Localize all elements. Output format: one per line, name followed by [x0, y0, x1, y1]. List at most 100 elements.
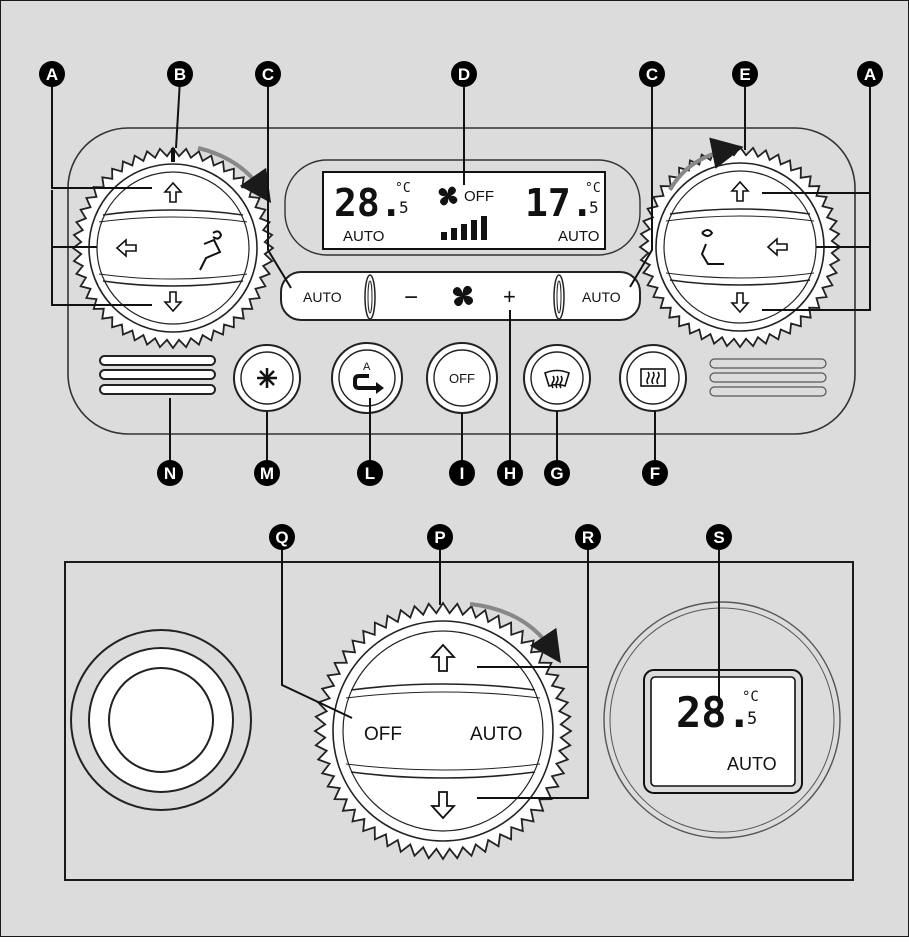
left-auto-button[interactable]: AUTO — [303, 289, 342, 305]
callout-p: P — [427, 524, 453, 550]
lower-temp-unit: °C — [742, 689, 759, 705]
right-vent-slots — [709, 358, 827, 397]
lower-control-panel: OFF AUTO 28. °C 5 AUTO — [64, 561, 854, 881]
callout-l: L — [357, 460, 383, 486]
arrow-left-icon — [766, 237, 788, 257]
svg-text:B: B — [174, 65, 186, 84]
svg-text:G: G — [550, 464, 563, 483]
callout-e: E — [732, 61, 758, 87]
arrow-down-icon — [163, 291, 183, 313]
callout-g: G — [544, 460, 570, 486]
left-temp-value: 28. — [334, 181, 403, 225]
svg-text:R: R — [582, 528, 594, 547]
right-rotation-arrow — [668, 137, 744, 191]
fan-icon — [438, 186, 458, 206]
callout-h: H — [497, 460, 523, 486]
svg-text:I: I — [460, 464, 465, 483]
right-temp-value: 17. — [525, 181, 594, 225]
right-divider — [553, 274, 565, 320]
callout-lines-lower — [281, 543, 720, 799]
callout-a-right: A — [857, 61, 883, 87]
right-temperature-knob[interactable] — [638, 145, 842, 349]
lower-temp-value: 28. — [676, 688, 752, 737]
svg-text:P: P — [434, 528, 445, 547]
callout-badges: A B C D C E A N M L I H G F Q P R S — [39, 61, 883, 550]
fan-speed-bar — [471, 220, 477, 240]
lower-temperature-knob[interactable]: OFF AUTO — [313, 601, 573, 861]
fan-speed-bar — [481, 216, 487, 240]
callout-s: S — [706, 524, 732, 550]
left-divider — [364, 274, 376, 320]
svg-text:H: H — [504, 464, 516, 483]
svg-text:N: N — [164, 464, 176, 483]
callout-m: M — [254, 460, 280, 486]
svg-text:F: F — [650, 464, 660, 483]
callout-b: B — [167, 61, 193, 87]
svg-text:L: L — [365, 464, 375, 483]
fan-increase-button[interactable]: + — [503, 284, 516, 309]
callout-lines-upper — [51, 79, 871, 466]
callout-f: F — [642, 460, 668, 486]
lower-rotation-arrow — [469, 602, 561, 664]
recirculation-icon — [353, 374, 384, 394]
arrow-right-icon — [115, 238, 137, 258]
recirculation-auto-label: A — [363, 361, 371, 373]
off-button[interactable]: OFF — [426, 342, 498, 414]
callout-n: N — [157, 460, 183, 486]
lower-mode-text: AUTO — [727, 754, 777, 774]
left-temperature-knob[interactable] — [71, 146, 275, 350]
callout-d: D — [451, 61, 477, 87]
lower-display-screen — [650, 676, 796, 787]
windscreen-defrost-icon — [544, 369, 570, 389]
off-button-label: OFF — [449, 371, 475, 386]
arrow-down-icon — [730, 292, 750, 314]
recirculation-button[interactable]: A — [331, 342, 403, 414]
right-mode-text: AUTO — [558, 228, 599, 245]
left-temp-decimal: 5 — [399, 198, 409, 217]
rear-window-defrost-icon — [640, 368, 666, 387]
svg-text:S: S — [713, 528, 724, 547]
svg-text:Q: Q — [275, 528, 288, 547]
callout-i: I — [449, 460, 475, 486]
callout-a-left: A — [39, 61, 65, 87]
fan-speed-bars — [441, 216, 487, 240]
left-mode-text: AUTO — [343, 228, 384, 245]
callout-r: R — [575, 524, 601, 550]
svg-text:A: A — [46, 65, 58, 84]
fan-status-text: OFF — [464, 188, 494, 205]
fan-speed-bar — [461, 224, 467, 240]
svg-text:D: D — [458, 65, 470, 84]
lower-knob-auto-label: AUTO — [470, 724, 522, 745]
left-vent-slots — [99, 355, 216, 395]
arrow-up-icon — [730, 180, 750, 202]
windscreen-defrost-button[interactable] — [523, 344, 591, 412]
fan-speed-bar — [451, 228, 457, 240]
snowflake-icon — [257, 368, 277, 388]
fan-strip-icon — [452, 285, 474, 307]
right-auto-button[interactable]: AUTO — [582, 289, 621, 305]
left-rotation-arrow — [197, 146, 272, 204]
arrow-down-icon — [429, 791, 457, 820]
seat-icon — [700, 229, 724, 265]
svg-text:A: A — [864, 65, 876, 84]
fan-decrease-button[interactable]: − — [404, 284, 418, 311]
upper-control-panel: 28. °C 5 17. °C 5 OFF AUTO AUTO AUTO − +… — [67, 127, 856, 435]
right-temp-unit: °C — [585, 181, 601, 196]
rear-window-defrost-button[interactable] — [619, 344, 687, 412]
lower-temp-decimal: 5 — [747, 709, 757, 729]
arrow-up-icon — [163, 181, 183, 203]
round-vent — [70, 629, 252, 811]
left-temp-unit: °C — [395, 181, 411, 196]
svg-text:C: C — [646, 65, 658, 84]
fan-speed-bar — [441, 232, 447, 240]
arrow-up-icon — [429, 643, 457, 672]
svg-text:C: C — [262, 65, 274, 84]
callout-c-left: C — [255, 61, 281, 87]
right-temp-decimal: 5 — [589, 198, 599, 217]
svg-text:M: M — [260, 464, 274, 483]
lower-knob-off-label: OFF — [364, 724, 402, 745]
compressor-button[interactable] — [233, 344, 301, 412]
seat-icon — [199, 230, 223, 271]
